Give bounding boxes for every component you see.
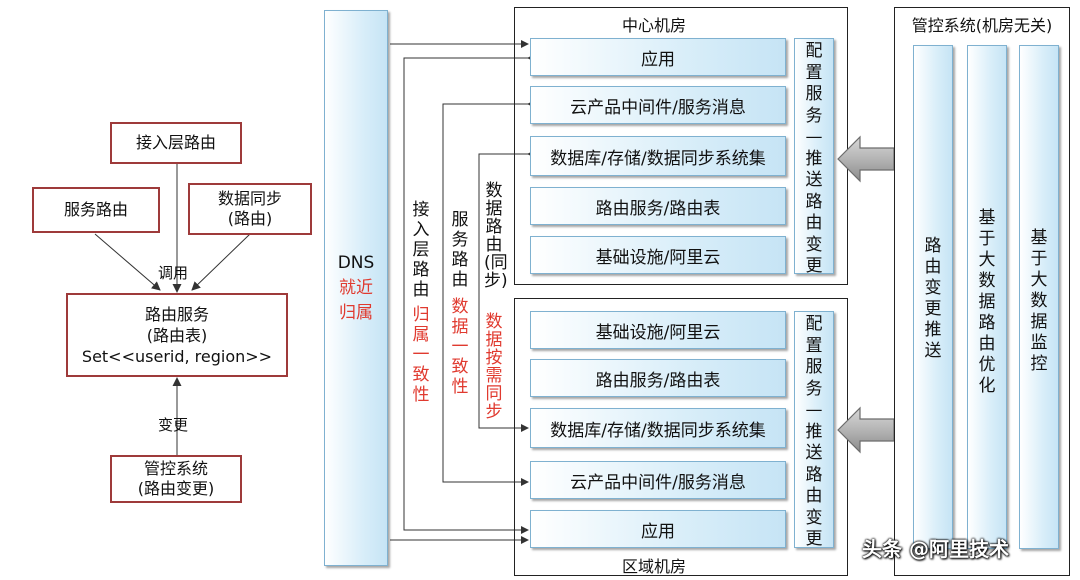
service-channel-label: 服务路由 xyxy=(451,210,469,290)
data-channel-red-label: 数据按需同步 xyxy=(485,312,503,422)
control-col-bigdata-monitor: 基于大数据监控 xyxy=(1019,45,1059,549)
region-item-infrastructure: 基础设施/阿里云 xyxy=(530,311,786,349)
dns-column: DNS 就近 归属 xyxy=(324,10,388,566)
control-box: 管控系统 (路由变更) xyxy=(110,455,242,503)
service-channel-red-label: 数据一致性 xyxy=(451,297,469,397)
region-config-service: 配置服务—推送路由变更 xyxy=(794,311,834,549)
access-routing-box: 接入层路由 xyxy=(110,122,242,164)
region-datacenter-title: 区域机房 xyxy=(621,557,686,576)
region-item-database: 数据库/存储/数据同步系统集 xyxy=(530,408,786,448)
change-label: 变更 xyxy=(158,416,189,434)
control-col-bigdata-optimize: 基于大数据路由优化 xyxy=(967,45,1007,549)
center-item-middleware: 云产品中间件/服务消息 xyxy=(530,86,786,124)
center-datacenter-frame xyxy=(514,7,848,285)
access-channel-label: 接入层路由 xyxy=(412,200,430,300)
center-datacenter-title: 中心机房 xyxy=(621,16,686,35)
line-access-channel xyxy=(403,54,535,534)
control-system-title: 管控系统(机房无关) xyxy=(911,16,1053,35)
dns-subtitle-2: 归属 xyxy=(339,303,373,323)
center-config-service: 配置服务—推送路由变更 xyxy=(794,38,834,276)
control-col-route-push: 路由变更推送 xyxy=(913,45,953,549)
arrow-datasync-to-route xyxy=(191,233,251,291)
dns-subtitle-1: 就近 xyxy=(339,278,373,298)
center-item-route-service: 路由服务/路由表 xyxy=(530,187,786,225)
dns-title: DNS xyxy=(337,253,375,273)
region-item-route-service: 路由服务/路由表 xyxy=(530,359,786,397)
center-item-database: 数据库/存储/数据同步系统集 xyxy=(530,136,786,176)
push-arrow-region-icon xyxy=(837,406,895,454)
line-service-channel xyxy=(442,100,535,486)
invoke-label: 调用 xyxy=(158,264,189,282)
arrow-service-to-route xyxy=(94,233,161,291)
route-service-box: 路由服务 (路由表) Set<<userid, region>> xyxy=(66,293,288,377)
push-arrow-center-icon xyxy=(837,135,895,183)
service-routing-box: 服务路由 xyxy=(32,187,160,233)
watermark: 头条 @阿里技术 xyxy=(862,537,1009,561)
center-item-infrastructure: 基础设施/阿里云 xyxy=(530,236,786,274)
region-item-middleware: 云产品中间件/服务消息 xyxy=(530,461,786,499)
data-channel-label: 数据路由(同步) xyxy=(484,181,508,291)
control-system-frame xyxy=(894,7,1070,576)
data-sync-box: 数据同步 (路由) xyxy=(188,183,312,235)
center-item-app: 应用 xyxy=(530,38,786,76)
access-channel-red-label: 归属一致性 xyxy=(412,305,430,405)
region-item-app: 应用 xyxy=(530,510,786,548)
line-data-channel xyxy=(478,150,535,432)
